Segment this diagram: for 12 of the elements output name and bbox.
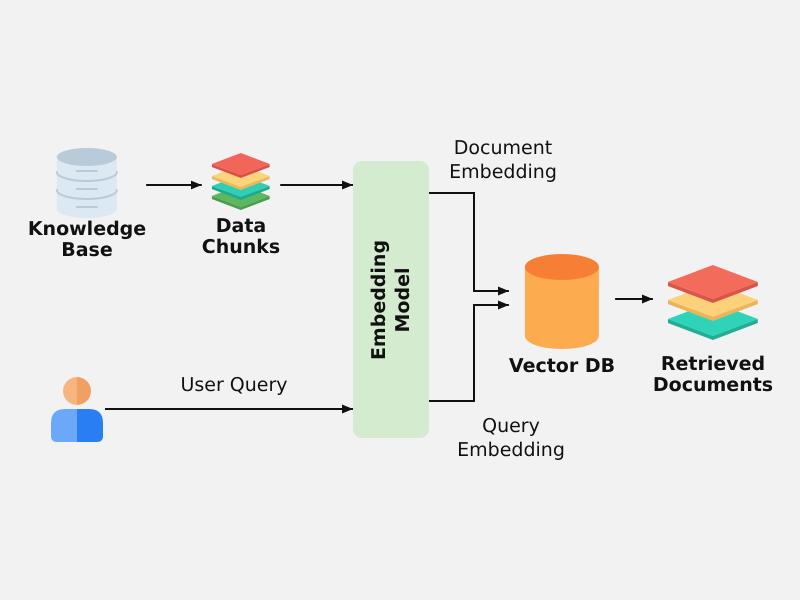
model-label: Embedding Model: [367, 239, 415, 360]
node-label: Knowledge Base: [28, 219, 146, 261]
model-box: [353, 161, 429, 438]
arrow: [429, 300, 509, 402]
node-label: Retrieved Documents: [652, 354, 774, 396]
arrow: [146, 180, 202, 190]
node-label: Vector DB: [508, 356, 616, 377]
arrow: [615, 294, 653, 304]
arrow: [429, 192, 509, 296]
arrow: [105, 404, 353, 414]
node-label: Data Chunks: [202, 216, 280, 258]
arrow: [280, 180, 353, 190]
